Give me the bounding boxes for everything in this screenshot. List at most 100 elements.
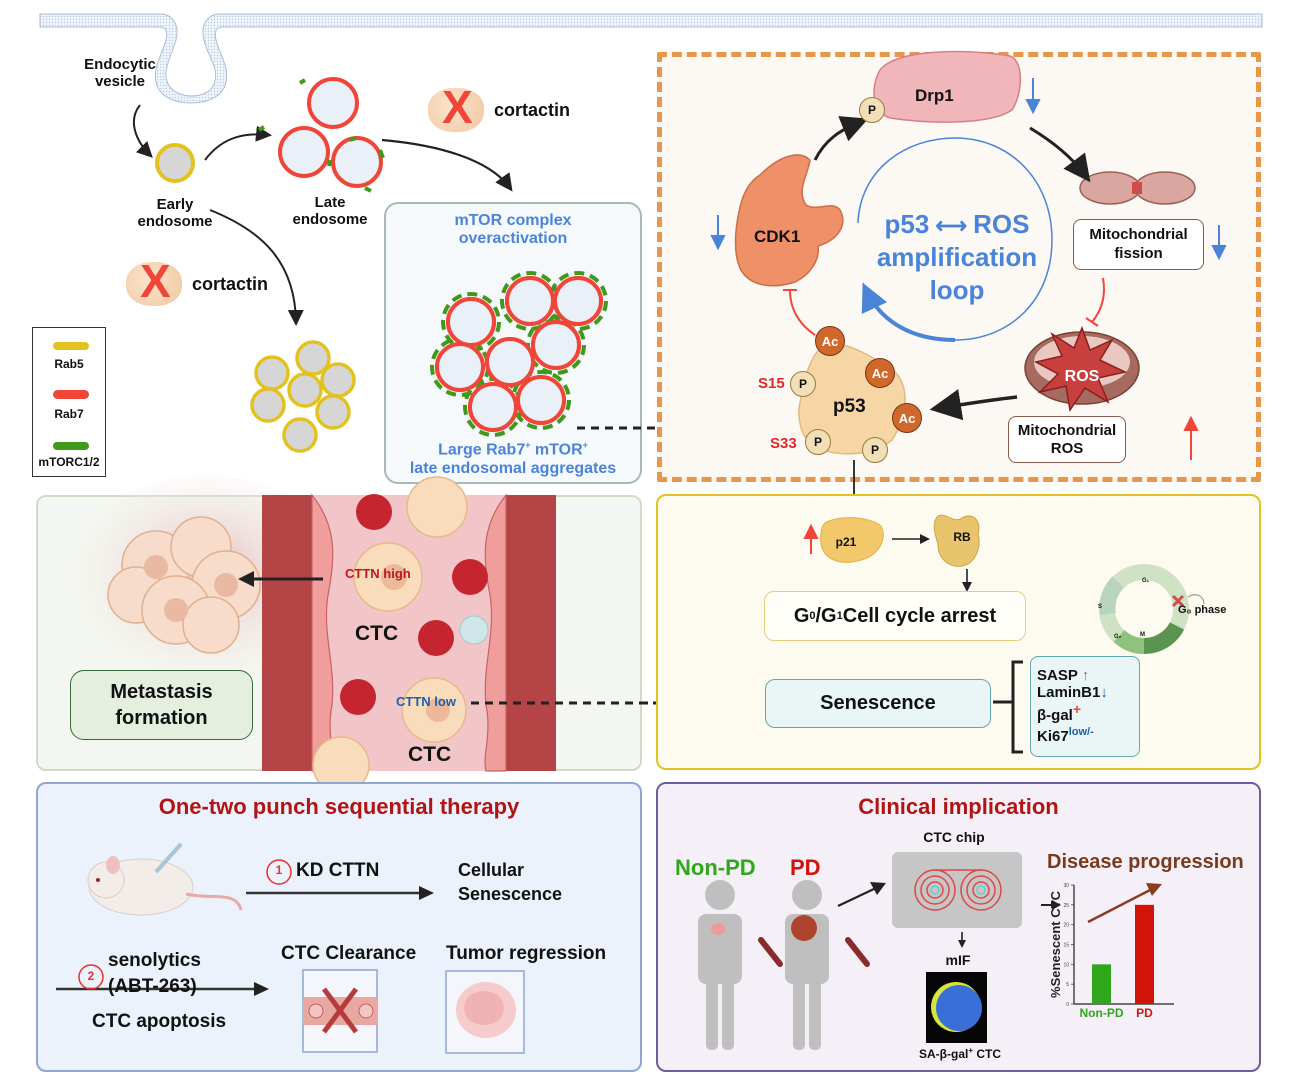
ctc-clearance-label: CTC Clearance <box>281 943 417 964</box>
acetyl-badge: Ac <box>892 403 922 433</box>
patient-pd-icon <box>785 880 829 1050</box>
arrow-drp1-to-fission <box>1029 126 1091 183</box>
marker-name: SASP <box>1037 667 1078 684</box>
mif-caption-text: SA-β-gal <box>919 1047 969 1061</box>
cortactin-protein-icon <box>428 88 484 132</box>
legend-swatch-rab7 <box>53 390 89 399</box>
therapy-title: One-two punch sequential therapy <box>158 794 520 819</box>
p53-label: p53 <box>833 396 866 417</box>
mif-caption-text: CTC <box>973 1047 1001 1061</box>
x-tick-label: PD <box>1136 1006 1153 1020</box>
ctc-clearance-icon <box>302 969 378 1053</box>
cortactin-label: cortactin <box>494 100 571 120</box>
mif-caption: SA-β-gal+ CTC <box>895 1046 1025 1062</box>
kd-cttn-label: KD CTTN <box>296 860 380 881</box>
white-blood-cell <box>459 615 489 645</box>
up-arrow-icon <box>1183 415 1199 460</box>
trend-arrow-head-icon <box>1146 883 1162 896</box>
amplification-loop-arrow <box>861 282 956 342</box>
mouse-icon <box>87 842 243 916</box>
s33-label: S33 <box>770 435 797 452</box>
cycle-label-m: M <box>1140 632 1145 638</box>
endosome-pathway <box>132 77 513 453</box>
arrow-ros-to-p53 <box>929 389 1018 421</box>
marker-ki67: Ki67low/- <box>1037 724 1139 745</box>
late-endosome-cluster <box>257 77 385 193</box>
loop-center-text: p53 ⟷ ROS amplification loop <box>862 208 1052 307</box>
early-endosome <box>155 143 195 183</box>
disease-progression-label: Disease progression <box>1047 851 1244 873</box>
step-1-number: 1 <box>275 863 283 877</box>
cdk1-protein <box>734 154 844 287</box>
cortactin-protein-icon <box>126 262 182 306</box>
cycle-label-g2: G₂ <box>1114 634 1122 640</box>
tumor-regression-icon <box>445 970 525 1054</box>
cell-membrane <box>39 13 1263 104</box>
positive-mark: + <box>1072 701 1082 717</box>
mif-image <box>926 972 987 1043</box>
rab7-mtor-aggregate <box>430 271 608 437</box>
caption-sup: + <box>525 440 531 450</box>
y-tick-label: 0 <box>1066 1002 1069 1008</box>
phospho-badge-s33: P <box>805 429 831 455</box>
red-blood-cells <box>340 494 488 715</box>
x-tick-label: Non-PD <box>1080 1006 1124 1020</box>
cttn-high-label: CTTN high <box>345 566 411 581</box>
y-tick-label: 10 <box>1063 962 1069 968</box>
marker-beta-gal: β-gal+ <box>1037 701 1139 724</box>
y-tick-label: 15 <box>1063 943 1069 949</box>
acetyl-badge: Ac <box>865 358 895 388</box>
p21-label: p21 <box>835 535 857 549</box>
cellular-senescence-label: Cellular Senescence <box>458 860 563 905</box>
cycle-label-g1: G₁ <box>1142 578 1150 584</box>
marker-name: β-gal <box>1037 707 1073 724</box>
mtor-overactivation-box: mTOR complex overactivation <box>384 202 642 484</box>
rb-protein <box>933 514 980 567</box>
knockout-x-icon: X <box>442 81 473 133</box>
cortactin-label: cortactin <box>192 274 269 294</box>
arrow-early-to-late <box>204 125 272 161</box>
marker-name: LaminB1 <box>1037 684 1101 701</box>
step-1-circle <box>266 859 292 885</box>
arrest-text: G <box>793 604 810 627</box>
y-tick-label: 20 <box>1063 923 1069 929</box>
senescence-markers-box: SASP ↑ LaminB1↓ β-gal+ Ki67low/- <box>1030 656 1140 757</box>
up-arrow-icon <box>803 523 819 554</box>
drp1-label: Drp1 <box>915 86 954 105</box>
arrow-early-to-rab5-cluster <box>209 209 304 326</box>
senolytics-label: senolytics (ABT-263) <box>108 950 201 997</box>
arrow-late-to-mtor <box>381 138 513 192</box>
cortactin-knockout-left: X cortactin <box>126 255 286 308</box>
arrest-sub: 0 <box>809 610 816 622</box>
blood-vessel-scene <box>66 475 746 794</box>
p21-protein <box>820 517 884 563</box>
caption-line2: late endosomal aggregates <box>409 459 617 477</box>
acetyl-badge: Ac <box>815 326 845 356</box>
legend-swatch-rab5 <box>53 342 89 350</box>
cdk1-label: CDK1 <box>754 227 801 246</box>
up-arrow-icon: ↑ <box>1081 667 1090 684</box>
senescence-box: Senescence <box>765 679 991 728</box>
caption-mtor: mTOR <box>530 441 583 459</box>
marker-name: Ki67 <box>1037 728 1069 745</box>
arrow-cdk1-to-drp1 <box>813 116 869 161</box>
bar-pd <box>1135 904 1154 1004</box>
blood-tube-icon <box>758 937 870 967</box>
mif-caption-sup: + <box>968 1046 973 1055</box>
knockout-x-icon: X <box>140 255 171 307</box>
low-mark: low/- <box>1068 726 1094 738</box>
loop-p53: p53 <box>884 209 930 239</box>
mitochondrial-fission-icon <box>1079 171 1196 205</box>
bidirectional-arrow-icon: ⟷ <box>929 213 974 238</box>
drp1-protein <box>873 50 1022 123</box>
arrest-text: /G <box>815 604 837 627</box>
legend-label-rab5: Rab5 <box>54 357 84 371</box>
arrow-vesicle-to-early <box>132 104 153 158</box>
senescence-graphics <box>803 514 1205 754</box>
phospho-badge-s15: P <box>790 371 816 397</box>
step-2-number: 2 <box>87 969 95 983</box>
non-pd-label: Non-PD <box>675 855 756 880</box>
